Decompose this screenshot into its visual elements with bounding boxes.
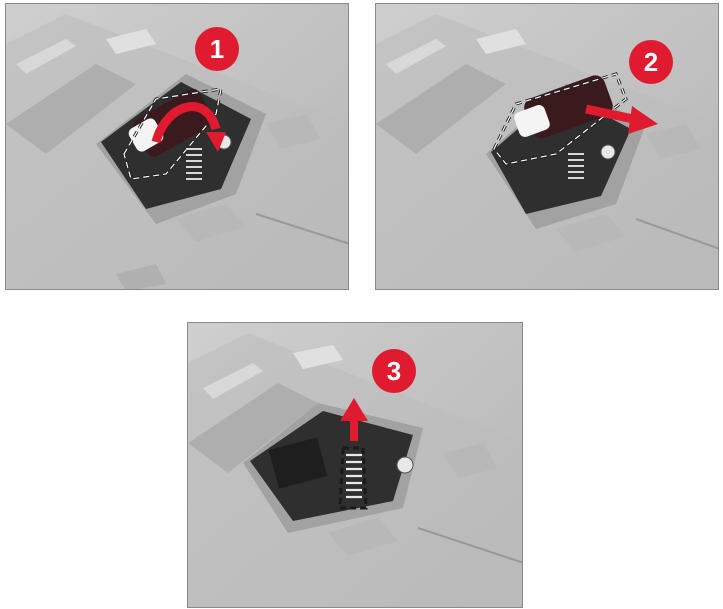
- step-badge-icon: 1: [195, 27, 239, 71]
- step-badge-icon: 3: [372, 349, 416, 393]
- step-2-panel: 2: [375, 3, 719, 290]
- screw-icon: [601, 145, 615, 159]
- screw-icon: [397, 457, 413, 473]
- step-number: 3: [387, 356, 401, 386]
- step-3-illustration: 3: [188, 323, 523, 608]
- step-1-illustration: 1: [6, 4, 349, 290]
- step-number: 2: [644, 47, 658, 77]
- step-3-panel: 3: [187, 322, 523, 608]
- step-badge-icon: 2: [629, 40, 673, 84]
- step-number: 1: [210, 34, 224, 64]
- step-1-panel: 1: [5, 3, 349, 290]
- step-2-illustration: 2: [376, 4, 719, 290]
